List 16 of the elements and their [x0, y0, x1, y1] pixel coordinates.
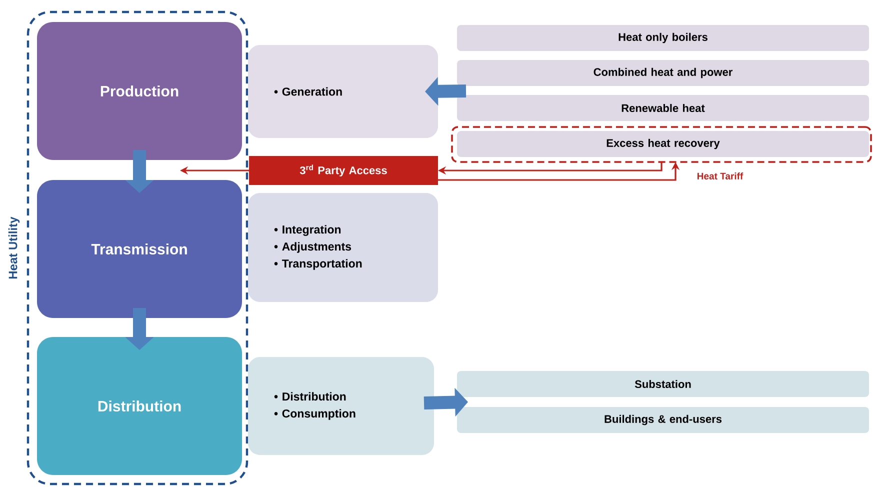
group-label: Heat Utility	[8, 216, 20, 279]
source-bar: Renewable heat	[457, 95, 870, 121]
dashed-highlight-box	[451, 126, 872, 163]
access-bar: 3$^{rd}$ Party Access	[249, 156, 438, 185]
stage-box: Transmission	[37, 180, 242, 318]
stage-box: Production	[37, 22, 242, 160]
bullet-panel: • Generation	[248, 45, 438, 138]
consumer-bar: Buildings & end-users	[457, 407, 870, 433]
source-bar: Combined heat and power	[457, 60, 870, 86]
bullet-panel: • Distribution • Consumption	[248, 357, 434, 455]
consumer-bar: Substation	[457, 371, 870, 397]
edge-label: Heat Tariff	[696, 172, 744, 180]
stage-box: Distribution	[37, 337, 242, 475]
source-bar: Excess heat recovery	[457, 131, 870, 157]
bullet-panel: • Integration • Adjustments • Transportation	[248, 193, 438, 302]
source-bar: Heat only boilers	[457, 25, 870, 51]
